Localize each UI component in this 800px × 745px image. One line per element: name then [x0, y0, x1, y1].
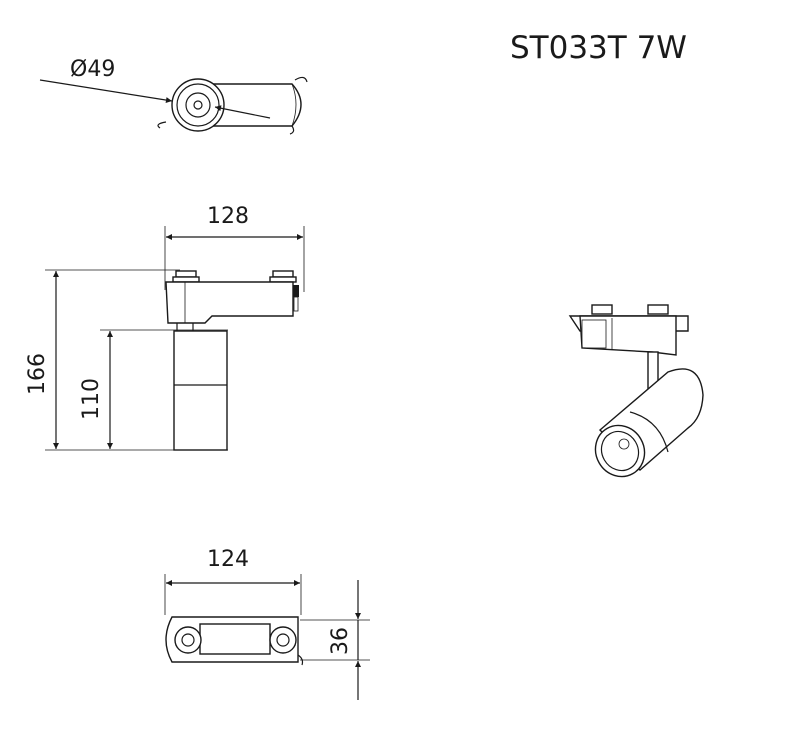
- depth-36-label: 36: [328, 627, 353, 655]
- top-view: Ø49: [39, 57, 308, 135]
- width-124-label: 124: [207, 547, 249, 572]
- perspective-view: [568, 304, 704, 478]
- height-166-label: 166: [25, 353, 50, 395]
- bottom-view: 124 36: [164, 547, 370, 700]
- width-128-label: 128: [207, 204, 249, 229]
- height-110-label: 110: [79, 378, 104, 420]
- product-title: ST033T 7W: [510, 30, 687, 66]
- side-view: 128 166 110: [25, 204, 305, 451]
- diameter-leader: [39, 79, 173, 104]
- diameter-label: Ø49: [70, 57, 115, 82]
